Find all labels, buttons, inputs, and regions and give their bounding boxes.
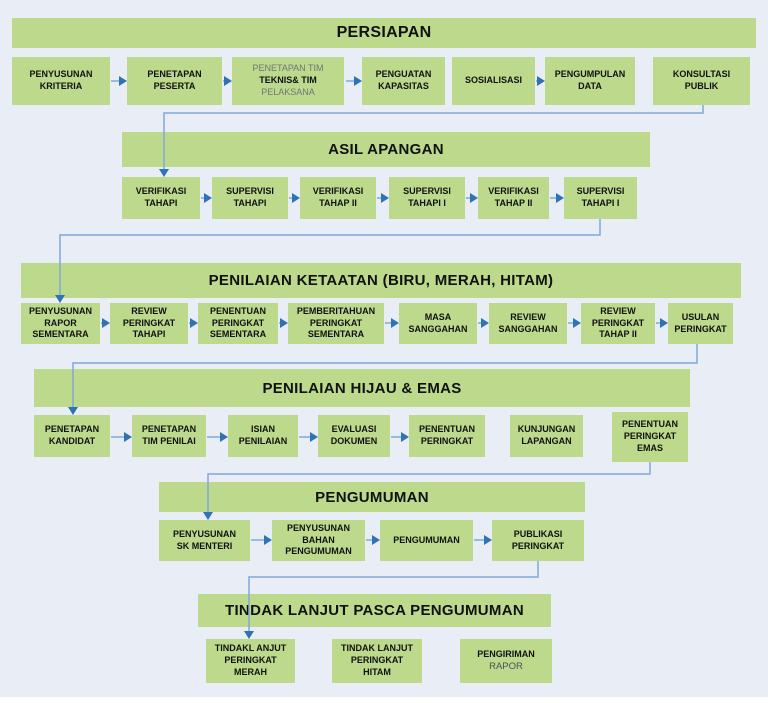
flow-box-pengumpulan-data: PENGUMPULAN DATA bbox=[545, 57, 635, 105]
section-header-asil-apangan: ASIL APANGAN bbox=[122, 132, 650, 167]
flow-box-tindak-lanjut-hitam: TINDAK LANJUT PERINGKAT HITAM bbox=[332, 639, 422, 683]
flow-box-tindak-lanjut-merah: TINDAKL ANJUT PERINGKAT MERAH bbox=[206, 639, 295, 683]
flow-box-masa-sanggahan: MASA SANGGAHAN bbox=[399, 303, 477, 344]
flow-box-verifikasi-tahap2: VERIFIKASI TAHAP II bbox=[300, 177, 376, 219]
flow-box-supervisi-tahap1-i-b: SUPERVISI TAHAPI I bbox=[564, 177, 637, 219]
flow-box-penyusunan-rapor-sementara: PENYUSUNAN RAPOR SEMENTARA bbox=[21, 303, 100, 344]
flow-box-supervisi-tahap1-i: SUPERVISI TAHAPI I bbox=[389, 177, 465, 219]
flow-box-penetapan-peserta: PENETAPAN PESERTA bbox=[127, 57, 222, 105]
flow-box-penentuan-peringkat-sementara: PENENTUAN PERINGKAT SEMENTARA bbox=[198, 303, 278, 344]
flow-box-penetapan-tim-penilai: PENETAPAN TIM PENILAI bbox=[132, 415, 206, 457]
flow-box-pemberitahuan-peringkat-sementara: PEMBERITAHUAN PERINGKAT SEMENTARA bbox=[288, 303, 384, 344]
bottom-margin bbox=[0, 697, 768, 703]
section-header-penilaian-hijau-emas: PENILAIAN HIJAU & EMAS bbox=[34, 369, 690, 407]
flow-box-pengumuman: PENGUMUMAN bbox=[380, 520, 473, 561]
flow-box-penentuan-peringkat-emas: PENENTUAN PERINGKAT EMAS bbox=[612, 412, 688, 462]
box-line: PELAKSANA bbox=[261, 86, 315, 97]
flow-box-review-peringkat-tahap2: REVIEW PERINGKAT TAHAP II bbox=[581, 303, 655, 344]
flow-box-isian-penilaian: ISIAN PENILAIAN bbox=[228, 415, 298, 457]
flow-box-evaluasi-dokumen: EVALUASI DOKUMEN bbox=[318, 415, 390, 457]
section-header-penilaian-ketaatan: PENILAIAN KETAATAN (BIRU, MERAH, HITAM) bbox=[21, 263, 741, 298]
flow-box-pengiriman-rapor: PENGIRIMAN RAPOR bbox=[460, 639, 552, 683]
flow-box-penetapan-tim-teknis: PENETAPAN TIM TEKNIS& TIM PELAKSANA bbox=[232, 57, 344, 105]
flow-box-supervisi-tahap1: SUPERVISI TAHAPI bbox=[212, 177, 288, 219]
flow-box-verifikasi-tahap2-b: VERIFIKASI TAHAP II bbox=[478, 177, 549, 219]
flow-box-publikasi-peringkat: PUBLIKASI PERINGKAT bbox=[492, 520, 584, 561]
flow-box-penyusunan-bahan-pengumuman: PENYUSUNAN BAHAN PENGUMUMAN bbox=[272, 520, 365, 561]
box-line: RAPOR bbox=[489, 660, 523, 672]
flow-box-review-sanggahan: REVIEW SANGGAHAN bbox=[489, 303, 567, 344]
box-line: PENGIRIMAN bbox=[477, 648, 535, 659]
box-line: TEKNIS& TIM bbox=[259, 75, 317, 86]
flow-box-penetapan-kandidat: PENETAPAN KANDIDAT bbox=[34, 415, 110, 457]
flow-box-verifikasi-tahap1: VERIFIKASI TAHAPI bbox=[122, 177, 200, 219]
flow-box-review-peringkat-tahap1: REVIEW PERINGKAT TAHAPI bbox=[110, 303, 188, 344]
flow-box-usulan-peringkat: USULAN PERINGKAT bbox=[668, 303, 733, 344]
section-header-tindak-lanjut: TINDAK LANJUT PASCA PENGUMUMAN bbox=[198, 594, 551, 627]
flow-box-kunjungan-lapangan: KUNJUNGAN LAPANGAN bbox=[510, 415, 583, 457]
flow-box-penentuan-peringkat: PENENTUAN PERINGKAT bbox=[409, 415, 485, 457]
box-line: PENETAPAN TIM bbox=[252, 63, 324, 74]
section-header-pengumuman: PENGUMUMAN bbox=[159, 482, 585, 512]
flow-box-sosialisasi: SOSIALISASI bbox=[452, 57, 535, 105]
flow-box-penyusunan-kriteria: PENYUSUNAN KRITERIA bbox=[12, 57, 110, 105]
flow-box-konsultasi-publik: KONSULTASI PUBLIK bbox=[653, 57, 750, 105]
flow-box-penyusunan-sk-menteri: PENYUSUNAN SK MENTERI bbox=[159, 520, 250, 561]
flow-box-penguatan-kapasitas: PENGUATAN KAPASITAS bbox=[362, 57, 445, 105]
section-header-persiapan: PERSIAPAN bbox=[12, 18, 756, 48]
